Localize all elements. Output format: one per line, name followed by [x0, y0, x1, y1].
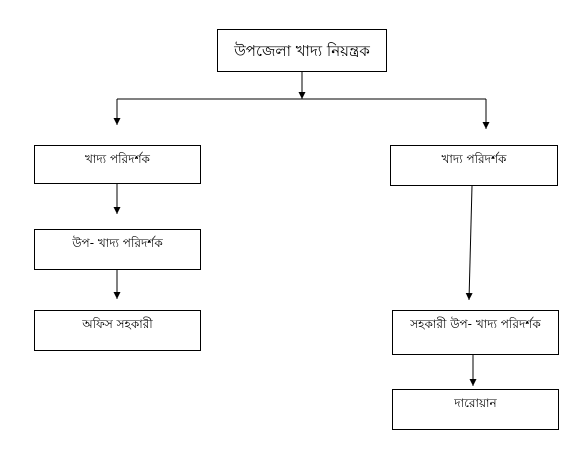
- node-right-food-inspector: খাদ্য পরিদর্শক: [390, 145, 558, 186]
- node-left-food-inspector: খাদ্য পরিদর্শক: [34, 145, 201, 184]
- edge-right-inspector-to-assistant-sub-inspector: [465, 185, 473, 301]
- node-office-assistant: অফিস সহকারী: [34, 310, 201, 351]
- node-guard: দারোয়ান: [392, 389, 559, 430]
- node-left-sub-food-inspector: উপ- খাদ্য পরিদর্শক: [34, 229, 201, 270]
- node-assistant-sub-food-inspector: সহকারী উপ- খাদ্য পরিদর্শক: [392, 310, 559, 355]
- node-upazila-food-controller: উপজেলা খাদ্য নিয়ন্ত্রক: [217, 29, 387, 72]
